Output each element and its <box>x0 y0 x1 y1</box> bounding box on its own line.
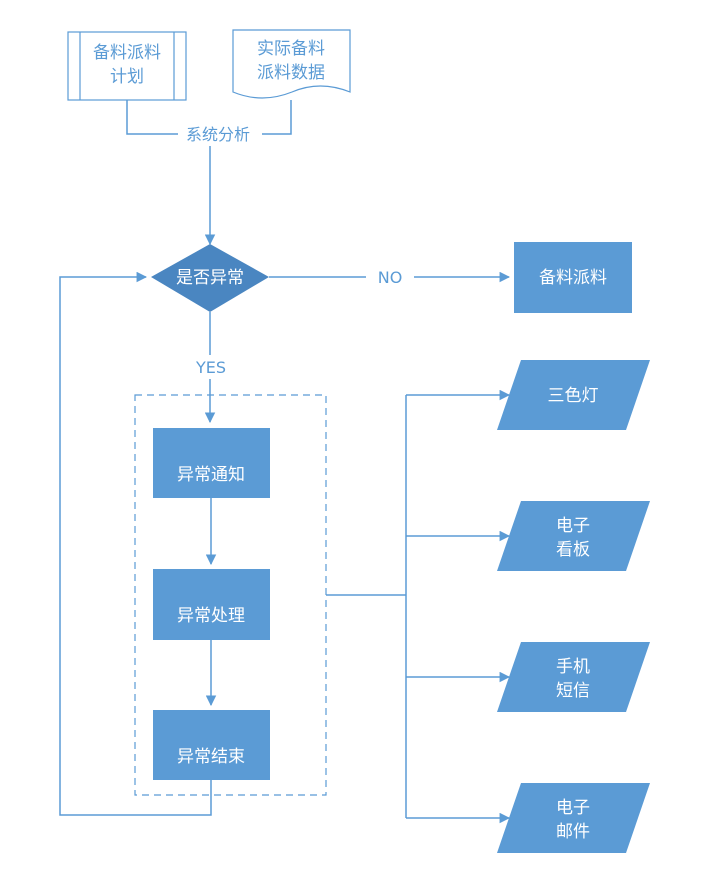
actual-document-line2: 派料数据 <box>257 63 325 83</box>
step-end-node: 异常结束 <box>153 710 270 780</box>
decision-node: 是否异常 <box>151 244 269 312</box>
output-board-line1: 电子 <box>556 516 590 536</box>
step-end-label: 异常结束 <box>177 747 245 767</box>
output-light-label: 三色灯 <box>548 386 599 406</box>
plan-document-node: 备料派料 计划 <box>67 31 187 101</box>
no-label: NO <box>378 268 403 287</box>
step-notify-label: 异常通知 <box>177 465 245 485</box>
output-email-line1: 电子 <box>556 798 590 818</box>
no-target-label: 备料派料 <box>539 268 607 288</box>
output-light-node: 三色灯 <box>497 360 650 430</box>
merge-label: 系统分析 <box>186 125 250 144</box>
output-board-line2: 看板 <box>556 540 590 560</box>
output-connectors <box>326 389 511 824</box>
plan-document-line2: 计划 <box>110 67 144 87</box>
loop-back-edge <box>59 271 212 816</box>
decision-label: 是否异常 <box>176 268 244 288</box>
output-email-line2: 邮件 <box>556 822 590 842</box>
no-label-bg <box>366 266 414 288</box>
step-handle-label: 异常处理 <box>177 606 245 626</box>
actual-document-node: 实际备料 派料数据 <box>232 29 351 99</box>
output-email-node: 电子 邮件 <box>497 783 650 853</box>
output-board-node: 电子 看板 <box>497 501 650 571</box>
plan-document-line1: 备料派料 <box>93 43 161 63</box>
actual-document-line1: 实际备料 <box>257 39 325 59</box>
output-sms-node: 手机 短信 <box>497 642 650 712</box>
merge-connector <box>126 100 292 246</box>
yes-label: YES <box>195 358 226 377</box>
output-sms-line1: 手机 <box>556 657 590 677</box>
yes-label-bg <box>188 355 234 379</box>
step-handle-node: 异常处理 <box>153 569 270 640</box>
step-notify-node: 异常通知 <box>153 428 270 498</box>
no-target-node: 备料派料 <box>514 242 632 313</box>
output-sms-line2: 短信 <box>556 681 590 701</box>
